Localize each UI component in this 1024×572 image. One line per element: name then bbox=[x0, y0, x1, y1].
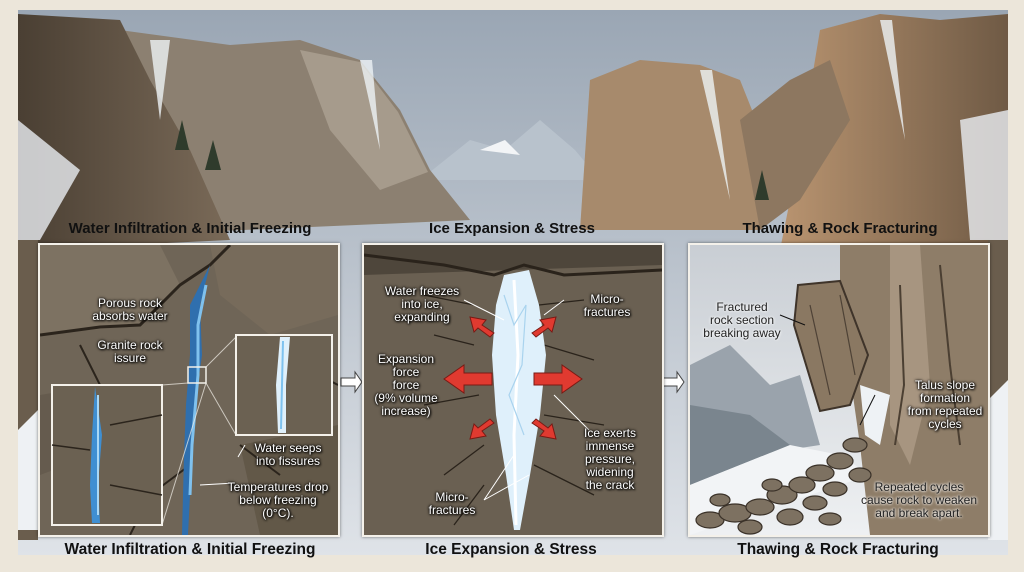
arrow-lower-left bbox=[469, 418, 495, 440]
arrow-upper-left bbox=[469, 316, 495, 338]
connector-arrow-1 bbox=[340, 370, 363, 394]
top-title-3: Thawing & Rock Fracturing bbox=[742, 220, 938, 237]
bottom-title-3: Thawing & Rock Fracturing bbox=[737, 541, 939, 558]
panel3-rockfall-illustration bbox=[690, 245, 988, 535]
connector-arrow-2 bbox=[662, 370, 685, 394]
arrow-upper-right bbox=[531, 316, 557, 338]
label-micro-fractures-bottom: Micro-fractures bbox=[428, 490, 476, 517]
panel2-ice-illustration bbox=[364, 245, 662, 535]
bottom-title-2: Ice Expansion & Stress bbox=[425, 541, 597, 558]
panel1-rock-illustration bbox=[40, 245, 338, 535]
arrow-lower-right bbox=[531, 418, 557, 440]
expansion-arrows bbox=[443, 316, 583, 440]
arrow-mid-right bbox=[533, 364, 583, 394]
top-title-1: Water Infiltration & Initial Freezing bbox=[68, 220, 312, 237]
arrow-mid-left bbox=[443, 364, 493, 394]
label-micro-fractures-top: Micro-fractures bbox=[583, 292, 631, 319]
top-title-2: Ice Expansion & Stress bbox=[429, 220, 595, 237]
bottom-title-1: Water Infiltration & Initial Freezing bbox=[64, 541, 316, 558]
